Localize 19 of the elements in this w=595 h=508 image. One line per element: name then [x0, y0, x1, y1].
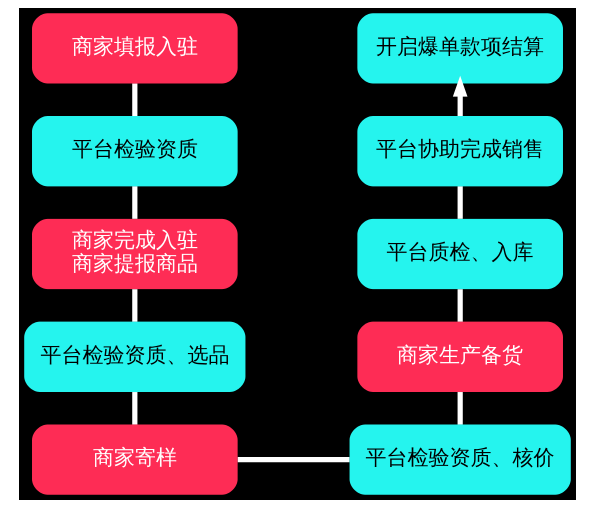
connector — [132, 186, 138, 219]
node-box: 平台检验资质、核价 — [350, 424, 571, 495]
connector — [132, 84, 138, 116]
connector — [458, 186, 463, 219]
node-box: 平台检验资质、选品 — [24, 322, 246, 392]
node-box: 商家完成入驻 商家提报商品 — [32, 218, 238, 290]
connector — [238, 457, 350, 462]
connector — [458, 392, 463, 424]
node-box: 平台质检、入库 — [357, 218, 563, 290]
connector — [132, 392, 138, 424]
arrow — [452, 76, 468, 116]
node-box: 商家生产备货 — [357, 322, 563, 392]
node-box: 商家填报入驻 — [32, 13, 238, 84]
node-box: 商家寄样 — [32, 424, 238, 495]
node-box: 开启爆单款项结算 — [357, 13, 563, 84]
connector — [132, 289, 138, 322]
connector — [458, 289, 463, 322]
node-box: 平台协助完成销售 — [357, 116, 563, 186]
node-box: 平台检验资质 — [32, 116, 238, 186]
